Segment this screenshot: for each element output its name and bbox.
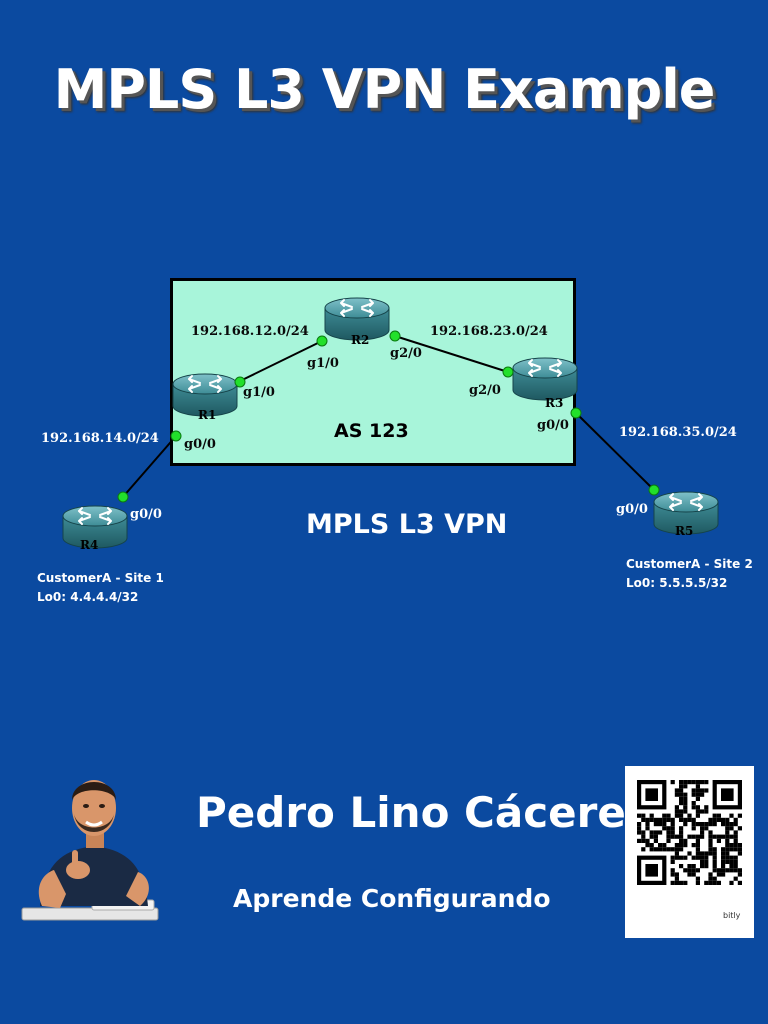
r4-g0-interface-label: g0/0 <box>130 507 162 522</box>
interface-dot <box>502 366 514 378</box>
r3-g2-interface-label: g2/0 <box>469 383 501 398</box>
qr-code-icon: bitly <box>637 780 742 920</box>
interface-dot <box>316 335 328 347</box>
customer-site2-name: CustomerA - Site 2 <box>626 557 753 571</box>
customer-site2-loopback: Lo0: 5.5.5.5/32 <box>626 576 728 590</box>
r3-g0-interface-label: g0/0 <box>537 418 569 433</box>
r2-g2-interface-label: g2/0 <box>390 346 422 361</box>
customer-site1-name: CustomerA - Site 1 <box>37 571 164 585</box>
network-r2-r3-label: 192.168.23.0/24 <box>430 324 548 339</box>
author-name: Pedro Lino Cáceres <box>196 788 651 837</box>
router-r2-label: R2 <box>351 333 370 347</box>
vpn-label: MPLS L3 VPN <box>306 509 508 540</box>
interface-dot <box>234 376 246 388</box>
qr-code[interactable]: bitly <box>625 766 754 938</box>
r1-g0-interface-label: g0/0 <box>184 437 216 452</box>
router-r4-label: R4 <box>80 538 99 552</box>
interface-dot <box>570 407 582 419</box>
interface-dot <box>389 330 401 342</box>
network-r1-r2-label: 192.168.12.0/24 <box>191 324 309 339</box>
customer-site1-loopback: Lo0: 4.4.4.4/32 <box>37 590 139 604</box>
as-number-label: AS 123 <box>334 420 409 442</box>
router-r5-label: R5 <box>675 524 694 538</box>
r5-g0-interface-label: g0/0 <box>616 502 648 517</box>
r2-g1-interface-label: g1/0 <box>307 356 339 371</box>
network-r1-r4-label: 192.168.14.0/24 <box>41 431 159 446</box>
network-r3-r5-label: 192.168.35.0/24 <box>619 425 737 440</box>
customer-site1-info: CustomerA - Site 1 Lo0: 4.4.4.4/32 <box>37 569 164 607</box>
link-r2-r3 <box>394 335 509 373</box>
qr-caption: bitly <box>723 911 741 920</box>
author-avatar <box>21 780 159 921</box>
link-r1-r2 <box>237 340 323 383</box>
page-title: MPLS L3 VPN Example <box>53 58 716 121</box>
router-r3-icon <box>512 357 578 401</box>
customer-site2-info: CustomerA - Site 2 Lo0: 5.5.5.5/32 <box>626 555 753 593</box>
router-r3-label: R3 <box>545 396 564 410</box>
tagline: Aprende Configurando <box>233 884 551 913</box>
interface-dot <box>170 430 182 442</box>
link-r3-r5 <box>575 412 655 491</box>
interface-dot <box>648 484 660 496</box>
router-r1-label: R1 <box>198 408 217 422</box>
interface-dot <box>117 491 129 503</box>
link-r1-r4 <box>121 435 177 499</box>
r1-g1-interface-label: g1/0 <box>243 385 275 400</box>
